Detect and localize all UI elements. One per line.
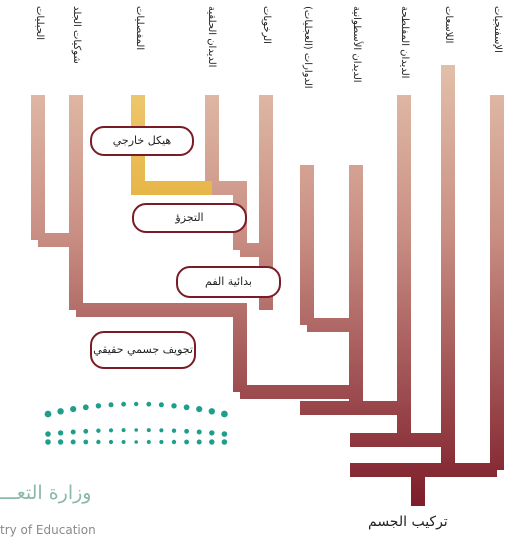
logo-dot bbox=[158, 402, 164, 408]
logo-dot bbox=[134, 428, 138, 432]
logo-dot bbox=[183, 404, 190, 411]
logo-dot bbox=[146, 440, 151, 444]
trait-segmentation: التجزؤ bbox=[132, 203, 247, 233]
join-tissues bbox=[350, 433, 455, 470]
logo-dot bbox=[44, 410, 52, 418]
logo-dot bbox=[159, 428, 164, 433]
logo-dot bbox=[70, 406, 77, 413]
taxon-label-flatworms: الديدان المفلطحة bbox=[399, 6, 410, 79]
logo-dot bbox=[96, 428, 101, 433]
logo-dot bbox=[196, 406, 203, 413]
logo-dot bbox=[57, 430, 64, 436]
logo-dot bbox=[121, 440, 126, 444]
ministry-logo-dots bbox=[44, 401, 228, 445]
taxon-label-chordates: الحبليات bbox=[34, 6, 45, 41]
logo-dot bbox=[45, 431, 51, 437]
logo-dot bbox=[221, 410, 228, 418]
trait-protostome: بدائية الفم bbox=[176, 266, 281, 298]
logo-dot bbox=[95, 403, 102, 409]
taxon-label-sponges: الإسفنجيات bbox=[492, 6, 503, 53]
logo-dot bbox=[96, 439, 101, 445]
logo-dot bbox=[70, 429, 76, 435]
logo-dot bbox=[159, 439, 164, 445]
logo-dot bbox=[134, 401, 139, 407]
root-label: تركيب الجسم bbox=[368, 514, 448, 530]
trait-true-coelom: تجويف جسمي حقيقي bbox=[90, 331, 196, 369]
logo-dot bbox=[184, 439, 190, 445]
logo-dot bbox=[134, 440, 138, 444]
join-pseudocoelomates bbox=[307, 318, 363, 392]
logo-dot bbox=[171, 428, 177, 433]
logo-dot bbox=[57, 408, 64, 415]
logo-dot bbox=[171, 439, 177, 445]
taxon-label-annelids: الديدان الحلقية bbox=[206, 6, 217, 68]
logo-dot bbox=[108, 439, 114, 445]
taxon-label-arthropods: المفصليات bbox=[134, 6, 145, 51]
logo-dot bbox=[209, 439, 215, 445]
taxon-label-rotifers: الدوارات (العجليات) bbox=[302, 6, 313, 89]
taxon-label-echinoderms: شوكيات الجلد bbox=[71, 6, 82, 64]
taxon-label-roundworms: الديدان الأسطوانية bbox=[351, 6, 362, 83]
logo-dot bbox=[121, 428, 126, 433]
taxon-label-mollusks: الرخويات bbox=[261, 6, 272, 44]
logo-dot bbox=[83, 439, 89, 445]
logo-dot bbox=[108, 402, 114, 408]
logo-dot bbox=[221, 431, 228, 437]
logo-dot bbox=[184, 428, 190, 434]
logo-dot bbox=[146, 401, 152, 407]
logo-english-text: try of Education bbox=[0, 523, 96, 537]
logo-dot bbox=[146, 428, 151, 433]
join-bilateria bbox=[300, 401, 411, 440]
logo-dot bbox=[221, 439, 228, 445]
trait-exoskeleton: هيكل خارجي bbox=[90, 126, 194, 156]
logo-dot bbox=[82, 404, 89, 411]
logo-dot bbox=[108, 428, 114, 433]
logo-dot bbox=[196, 439, 202, 445]
taxon-label-cnidarians: اللاسعات bbox=[443, 6, 454, 44]
logo-dot bbox=[171, 403, 177, 409]
logo-dot bbox=[121, 401, 126, 407]
logo-dot bbox=[45, 439, 51, 445]
logo-dot bbox=[57, 439, 64, 445]
logo-dot bbox=[208, 408, 215, 415]
logo-dot bbox=[196, 429, 202, 435]
logo-arabic-text: وزارة التعـــ bbox=[0, 482, 92, 504]
logo-dot bbox=[70, 439, 76, 445]
join-coelomates bbox=[76, 303, 247, 392]
logo-dot bbox=[209, 430, 215, 436]
join-deuterostomes bbox=[38, 233, 83, 310]
logo-dot bbox=[83, 428, 89, 434]
